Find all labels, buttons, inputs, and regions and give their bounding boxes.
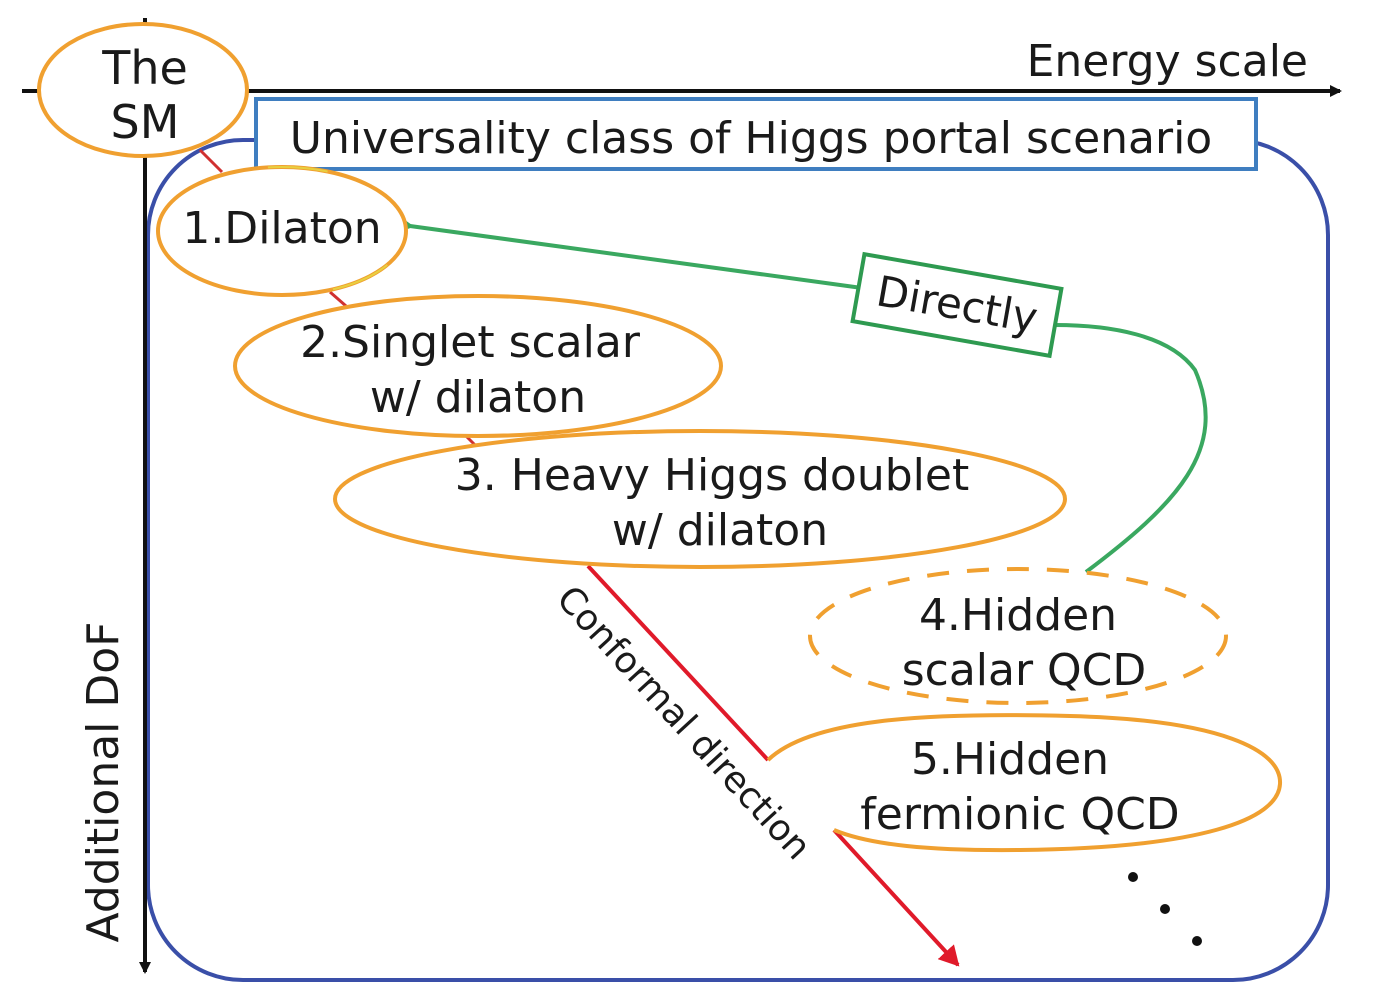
directly-arrow-head-segment xyxy=(410,226,863,290)
conformal-arrow-lower xyxy=(832,828,960,967)
node-hidden-fermionic-line1: 5.Hidden xyxy=(911,734,1109,785)
node-hidden-scalar-line2: scalar QCD xyxy=(902,645,1147,696)
node-singlet-line2: w/ dilaton xyxy=(370,372,586,423)
directly-arrow xyxy=(1054,323,1208,574)
conformal-direction-label: Conformal direction xyxy=(548,578,818,868)
energy-axis-label: Energy scale xyxy=(1027,36,1308,87)
node-hidden-scalar-line1: 4.Hidden xyxy=(919,590,1117,641)
continuation-dots xyxy=(1128,872,1202,946)
node-hidden-fermionic-qcd: 5.Hidden fermionic QCD xyxy=(860,734,1179,840)
dof-axis-label: Additional DoF xyxy=(78,622,129,943)
node-singlet-line1: 2.Singlet scalar xyxy=(300,317,641,368)
node-hidden-fermionic-ellipse xyxy=(766,713,1283,853)
node-dilaton: 1.Dilaton xyxy=(156,165,408,297)
region-title: Universality class of Higgs portal scena… xyxy=(290,113,1212,164)
node-dilaton-line1: 1.Dilaton xyxy=(182,203,381,254)
conformal-arrow-upper xyxy=(586,564,770,762)
node-heavy-line1: 3. Heavy Higgs doublet xyxy=(455,450,969,501)
node-the-sm: The SM xyxy=(37,22,249,158)
node-hidden-scalar-qcd: 4.Hidden scalar QCD xyxy=(808,567,1228,705)
node-heavy-higgs-doublet: 3. Heavy Higgs doublet w/ dilaton xyxy=(333,429,1067,569)
directly-label-box: Directly xyxy=(850,251,1064,359)
the-sm-line1: The xyxy=(101,41,188,95)
node-hidden-fermionic-line2: fermionic QCD xyxy=(860,789,1179,840)
the-sm-line2: SM xyxy=(111,95,180,149)
node-singlet-scalar: 2.Singlet scalar w/ dilaton xyxy=(233,294,723,438)
region-title-box xyxy=(254,97,1258,171)
node-heavy-line2: w/ dilaton xyxy=(612,505,828,556)
